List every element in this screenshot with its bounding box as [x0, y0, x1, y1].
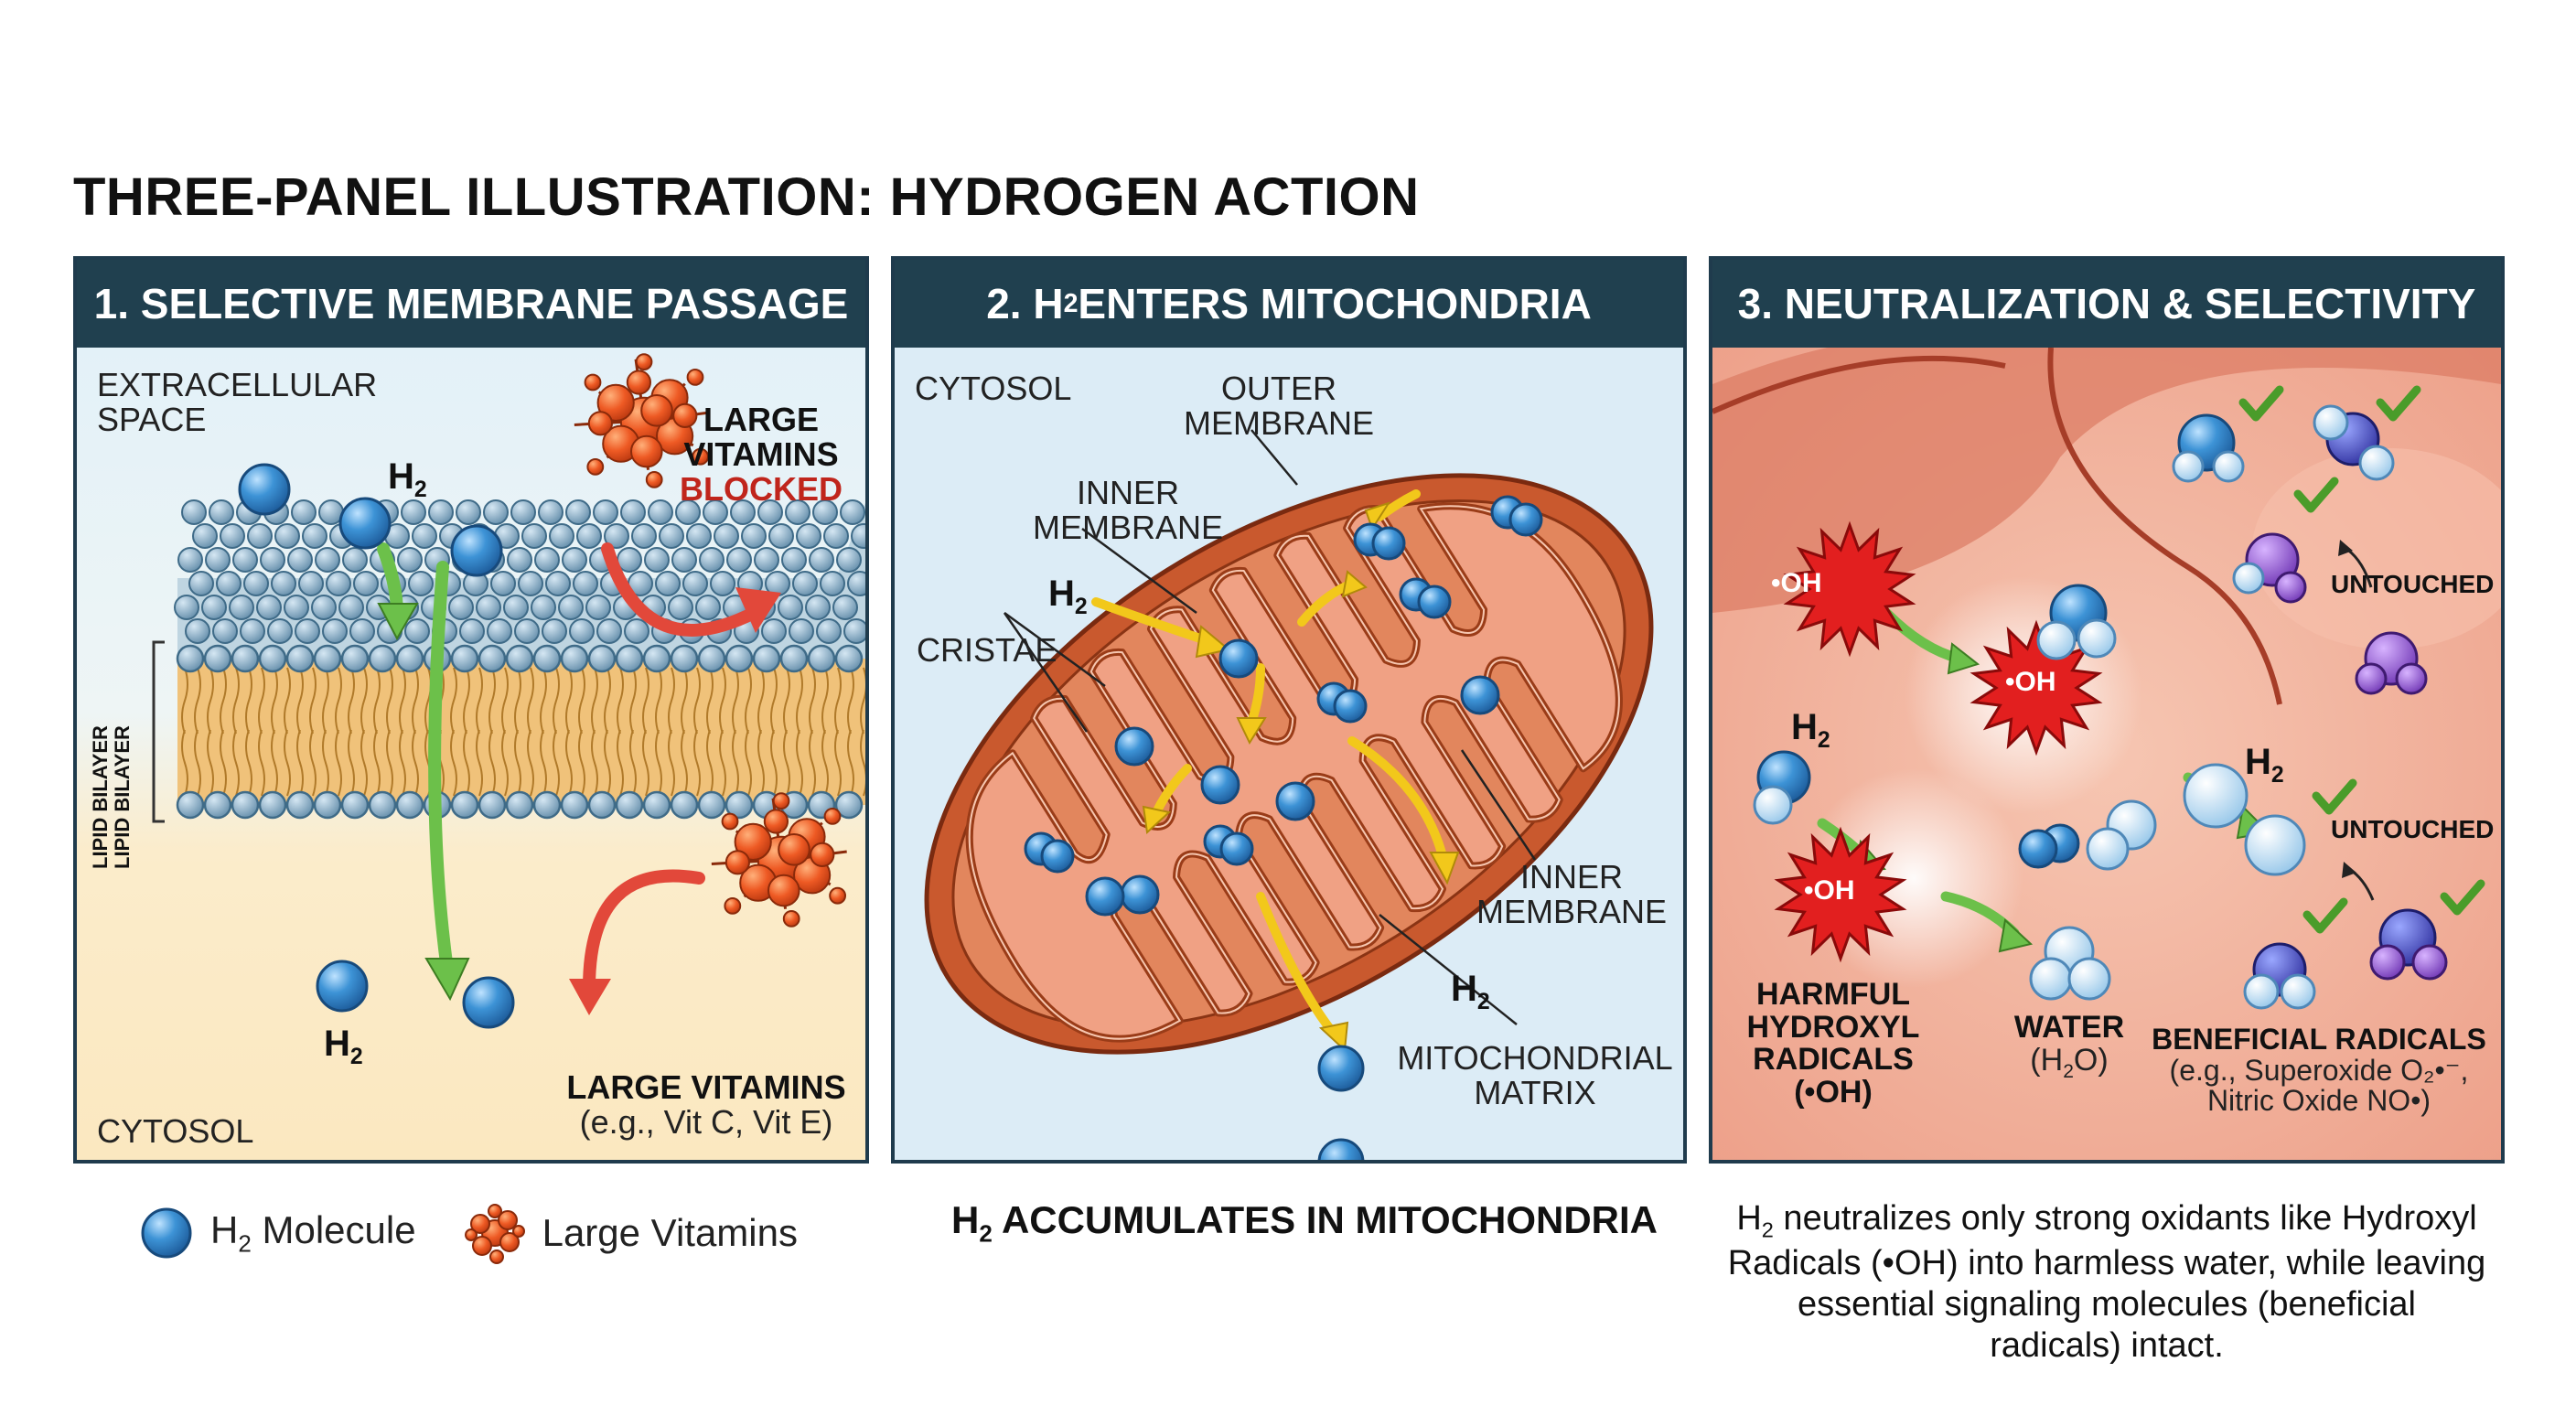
large-vitamin-icon [464, 1204, 525, 1264]
h2-label-2: H2 [1451, 969, 1490, 1014]
large-vitamin-blocked [574, 353, 710, 488]
harmful-radicals-label: HARMFUL HYDROXYL RADICALS (•OH) [1746, 977, 1920, 1110]
h2-label-bottom: H2 [324, 1024, 363, 1069]
cytosol-label: CYTOSOL [915, 370, 1072, 407]
neutralization-illustration [1712, 348, 2501, 1160]
membrane-illustration [77, 348, 865, 1160]
untouched-label: UNTOUCHED [2331, 570, 2495, 598]
h2-molecule-icon [141, 1207, 192, 1259]
panel3-header: 3. NEUTRALIZATION & SELECTIVITY [1712, 260, 2501, 348]
h2-molecule [238, 463, 291, 516]
mitochondrion-illustration [895, 348, 1683, 1160]
h2-molecule [462, 976, 515, 1029]
oh-radical-label: •OH [1804, 875, 1855, 906]
cristae-label: CRISTAE [917, 631, 1057, 669]
panel1-header: 1. SELECTIVE MEMBRANE PASSAGE [77, 260, 865, 348]
h2-label: H2 [388, 456, 427, 502]
legend: H2 Molecule Large Vitamins [137, 1198, 798, 1268]
h2-molecules [1024, 495, 1543, 1160]
panel3-caption: H2 neutralizes only strong oxidants like… [1727, 1199, 2486, 1366]
water-label: WATER (H2O) [2013, 1010, 2125, 1082]
large-vitamins-label: LARGE VITAMINS (e.g., Vit C, Vit E) [566, 1068, 846, 1141]
oh-radical-label: •OH [2005, 667, 2056, 697]
radical-molecules [1753, 404, 2448, 1010]
panel-membrane-passage: 1. SELECTIVE MEMBRANE PASSAGE [73, 256, 869, 1164]
check-icons [2238, 385, 2485, 934]
h2-molecule [316, 960, 369, 1013]
hydroxyl-radical-burst [1774, 826, 1907, 963]
large-vitamins-blocked-label: LARGE VITAMINS BLOCKED [680, 401, 843, 508]
hydroxyl-radical-burst [1783, 520, 1916, 658]
h2-label: H2 [1791, 707, 1830, 753]
cytosol-label: CYTOSOL [97, 1112, 254, 1150]
beneficial-radicals-label: BENEFICIAL RADICALS (e.g., Superoxide O₂… [2152, 1023, 2486, 1118]
h2-molecule [450, 524, 503, 577]
h2-label: H2 [1048, 574, 1088, 619]
panel3-body: •OH •OH •OH H2 H2 UNTOUCHED UNTOUCHED HA… [1712, 348, 2501, 1160]
panel-neutralization: 3. NEUTRALIZATION & SELECTIVITY [1709, 256, 2505, 1164]
h2-label-2: H2 [2245, 742, 2284, 788]
untouched-label-2: UNTOUCHED [2331, 815, 2495, 843]
legend-vitamins-label: Large Vitamins [542, 1211, 798, 1254]
legend-h2-label: H2 Molecule [210, 1207, 416, 1258]
page-title: THREE-PANEL ILLUSTRATION: HYDROGEN ACTIO… [73, 167, 1420, 227]
panel2-caption: H2 ACCUMULATES IN MITOCHONDRIA [951, 1198, 1658, 1248]
large-vitamin-blocked [711, 792, 847, 928]
h2-molecule [338, 497, 392, 550]
oh-radical-label: •OH [1771, 568, 1822, 598]
